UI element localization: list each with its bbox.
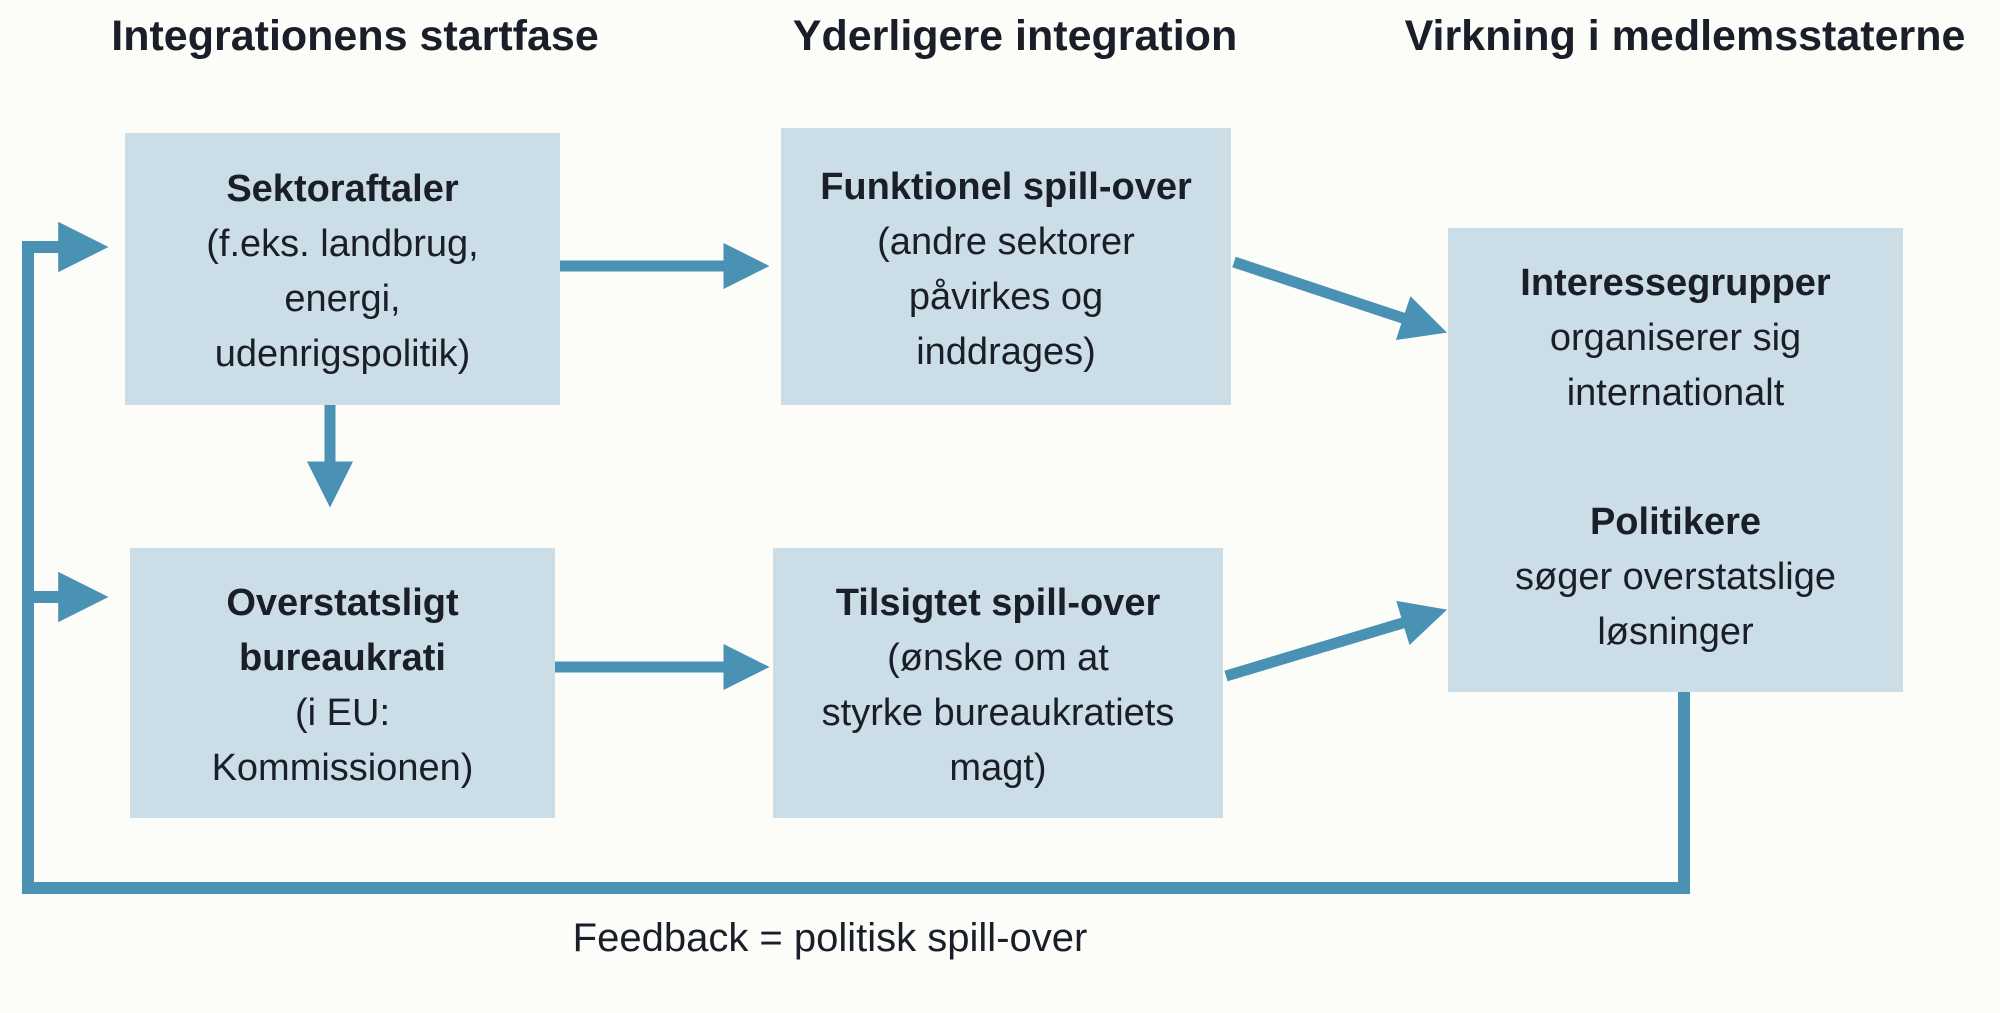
box-sektoraftaler-line: energi, [284, 278, 401, 320]
box-funktionel-spill-over: Funktionel spill-over (andre sektorer på… [781, 128, 1231, 405]
group-interessegrupper-line: organiserer sig [1549, 317, 1802, 359]
box-funktionel-line: påvirkes og [908, 275, 1104, 318]
box-overstatsligt-line: Kommissionen) [211, 747, 474, 789]
column-header-integrationens-startfase: Integrationens startfase [111, 12, 599, 60]
box-sektoraftaler-line: udenrigspolitik) [214, 333, 471, 375]
box-overstatsligt-bureaukrati: Overstatsligt bureaukrati (i EU: Kommiss… [130, 548, 555, 818]
box-tilsigtet-line: magt) [949, 747, 1047, 789]
box-tilsigtet-line: styrke bureaukratiets [821, 692, 1175, 734]
box-overstatsligt-title: Overstatsligt [226, 582, 459, 624]
feedback-caption: Feedback = politisk spill-over [572, 916, 1088, 960]
box-funktionel-line: inddrages) [916, 330, 1096, 373]
column-header-yderligere-integration: Yderligere integration [792, 12, 1238, 60]
arrow-tilsigtet-to-politikere-icon [1224, 600, 1448, 682]
group-interessegrupper-line: internationalt [1566, 372, 1785, 414]
column-header-virkning-i-medlemsstaterne: Virkning i medlemsstaterne [1404, 12, 1966, 60]
box-sektoraftaler-title: Sektoraftaler [226, 168, 459, 210]
group-politikere-line: løsninger [1597, 611, 1754, 653]
box-overstatsligt-title: bureaukrati [239, 637, 446, 679]
box-sektoraftaler: Sektoraftaler (f.eks. landbrug, energi, … [125, 133, 560, 405]
box-tilsigtet-spill-over: Tilsigtet spill-over (ønske om at styrke… [773, 548, 1223, 818]
box-tilsigtet-line: (ønske om at [887, 637, 1109, 679]
box-overstatsligt-line: (i EU: [295, 692, 390, 734]
box-funktionel-title: Funktionel spill-over [820, 165, 1192, 208]
box-tilsigtet-title: Tilsigtet spill-over [835, 582, 1161, 624]
arrow-funktionel-to-interessegrupper-icon [1232, 256, 1447, 341]
group-politikere: Politikere søger overstatslige løsninger [1515, 495, 1836, 660]
group-interessegrupper-title: Interessegrupper [1520, 262, 1831, 304]
group-politikere-line: søger overstatslige [1514, 556, 1836, 598]
group-politikere-title: Politikere [1589, 501, 1762, 543]
group-interessegrupper: Interessegrupper organiserer sig interna… [1520, 256, 1830, 421]
box-sektoraftaler-line: (f.eks. landbrug, [206, 223, 479, 265]
box-interessegrupper-politikere: Interessegrupper organiserer sig interna… [1448, 228, 1903, 692]
box-funktionel-line: (andre sektorer [877, 220, 1135, 263]
